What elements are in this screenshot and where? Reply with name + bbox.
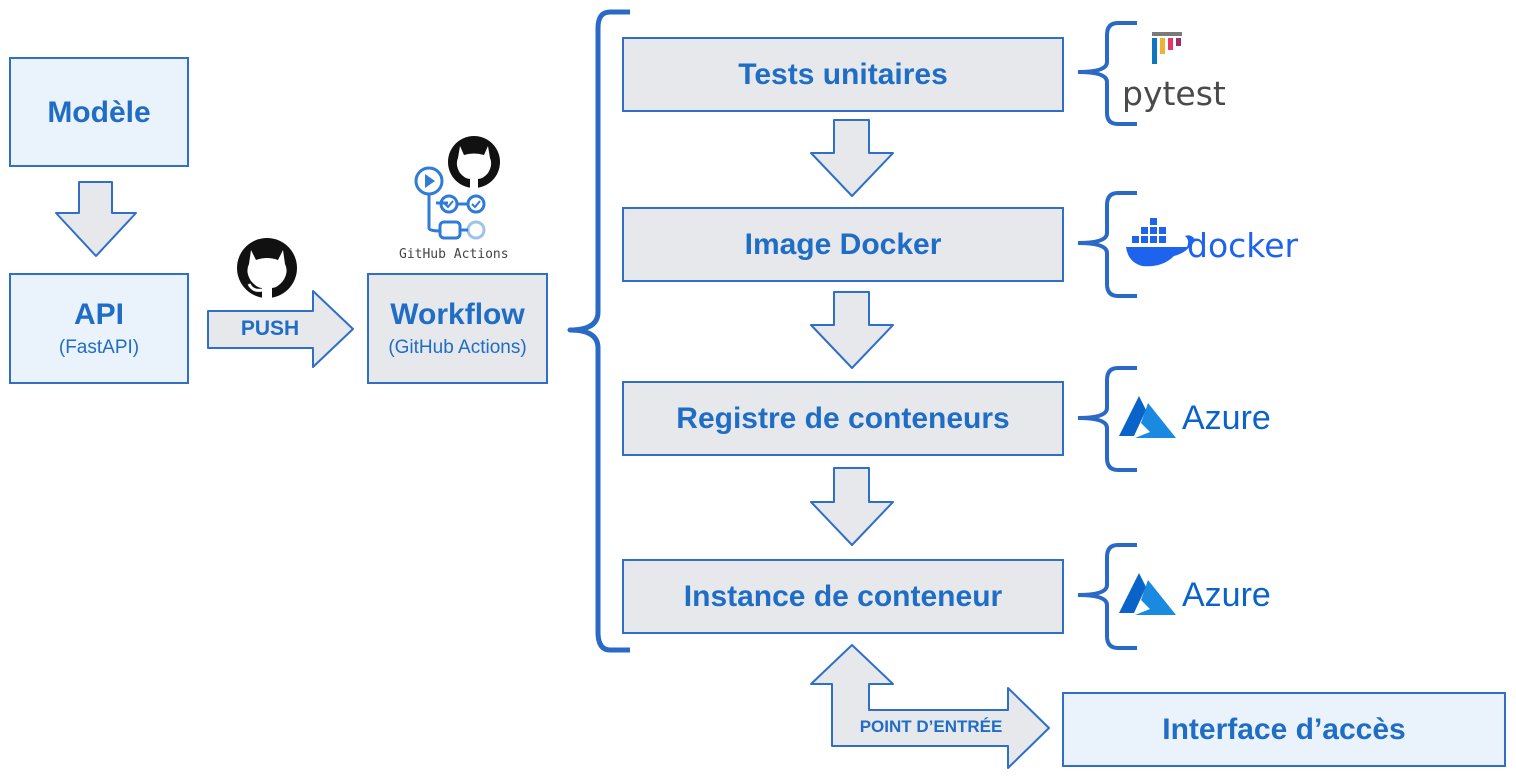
azure-icon [1119, 573, 1176, 615]
github-icon [448, 136, 500, 188]
github-icon [237, 238, 297, 298]
entry-point-arrow [810, 644, 1050, 769]
arrow-step3-to-step4 [810, 467, 894, 546]
api-box: API (FastAPI) [9, 273, 189, 384]
azure-logo-text: Azure [1182, 576, 1271, 614]
step-title: Image Docker [744, 228, 942, 261]
tool-brace-1 [1077, 21, 1137, 126]
github-actions-caption: GitHub Actions [399, 247, 509, 262]
step-title: Registre de conteneurs [676, 402, 1010, 435]
arrow-modele-to-api [55, 181, 137, 257]
docker-logo-text: docker [1187, 226, 1299, 265]
pipeline-brace [567, 9, 630, 653]
tool-brace-4 [1077, 543, 1137, 650]
push-label: PUSH [240, 317, 300, 340]
api-title: API [73, 298, 124, 331]
modele-box: Modèle [9, 57, 189, 167]
step-instance-conteneur: Instance de conteneur [622, 559, 1064, 634]
workflow-subtitle: (GitHub Actions) [388, 337, 527, 358]
azure-icon [1119, 396, 1176, 438]
step-image-docker: Image Docker [622, 207, 1064, 282]
entry-point-label: POINT D’ENTRÉE [859, 717, 1003, 736]
interface-title: Interface d’accès [1162, 713, 1406, 746]
tool-brace-2 [1077, 191, 1137, 298]
github-actions-icon [414, 166, 486, 240]
step-tests-unitaires: Tests unitaires [622, 37, 1064, 112]
api-subtitle: (FastAPI) [58, 337, 140, 358]
interface-box: Interface d’accès [1062, 692, 1506, 767]
step-registre-conteneurs: Registre de conteneurs [622, 381, 1064, 456]
step-title: Tests unitaires [738, 58, 948, 91]
docker-icon [1126, 218, 1194, 267]
arrow-step2-to-step3 [810, 291, 894, 369]
step-title: Instance de conteneur [683, 580, 1003, 613]
pytest-icon [1152, 32, 1182, 64]
workflow-title: Workflow [390, 298, 525, 331]
workflow-box: Workflow (GitHub Actions) [367, 273, 548, 384]
pytest-logo-text: pytest [1122, 74, 1226, 113]
arrow-step1-to-step2 [810, 119, 894, 197]
azure-logo-text: Azure [1182, 399, 1271, 437]
modele-title: Modèle [47, 95, 151, 129]
tool-brace-3 [1077, 366, 1137, 472]
push-arrow [207, 290, 354, 368]
